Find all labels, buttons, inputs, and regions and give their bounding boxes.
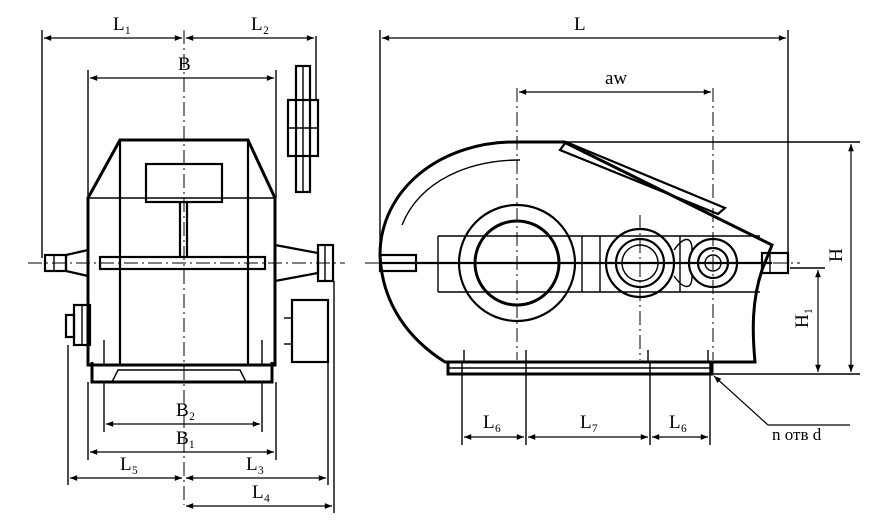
label-H1: H₁: [792, 308, 813, 328]
label-aw: aw: [605, 68, 627, 89]
label-B: B: [178, 54, 191, 75]
label-B1: B₁: [176, 428, 195, 449]
bearing-small: [673, 237, 739, 289]
label-L7: L₇: [580, 412, 598, 433]
label-L3: L₃: [246, 454, 264, 475]
housing-side: [86, 138, 277, 384]
label-L1: L₁: [113, 14, 131, 35]
side-view: L₁ L₂ B B₂ B₁ L₅ L₃ L₄: [28, 14, 345, 513]
bearing-left: [64, 303, 92, 347]
label-L5: L₅: [120, 454, 138, 475]
coupling-top: [286, 64, 320, 194]
right-shaft: [274, 243, 335, 283]
label-H: H: [826, 248, 847, 262]
front-view: L aw H H₁ L₆ L₇ L₆ n отв d: [365, 14, 860, 445]
housing-front: [378, 140, 774, 376]
label-holes: n отв d: [772, 425, 822, 444]
label-L: L: [574, 14, 586, 35]
leader-holes: [713, 375, 769, 426]
shaft-cylinder-right: [284, 298, 330, 364]
output-shaft-front: [760, 251, 790, 275]
left-shaft: [43, 248, 89, 278]
label-L4: L₄: [252, 482, 270, 503]
input-shaft-front: [378, 253, 418, 273]
label-L6-right: L₆: [669, 412, 687, 433]
label-L6-left: L₆: [483, 412, 501, 433]
label-L2: L₂: [251, 14, 269, 35]
label-B2: B₂: [176, 400, 195, 421]
bearing-middle: [604, 227, 676, 299]
bearing-large: [457, 203, 577, 323]
